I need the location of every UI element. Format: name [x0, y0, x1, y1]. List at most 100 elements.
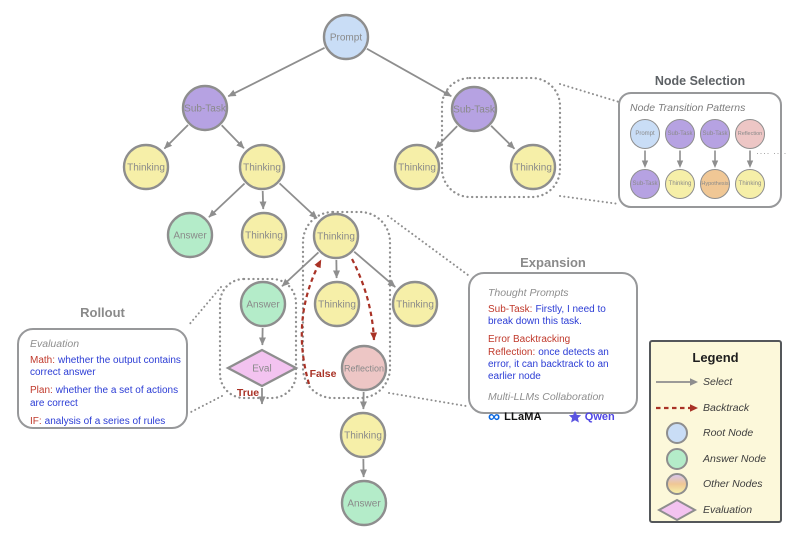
node-label-think-g: Thinking	[318, 300, 356, 311]
other-node-icon	[651, 473, 703, 495]
legend-item-select-arrow: Select	[651, 374, 780, 390]
answer-node-icon	[651, 447, 703, 470]
mini-node-thinking: Thinking	[735, 169, 765, 199]
select-edge-prompt-subtask-l	[227, 46, 325, 98]
llm-logo-row: ∞ LLaMA Qwen	[488, 407, 630, 427]
node-subtask-r	[450, 85, 498, 133]
node-label-reflection: Reflection	[344, 364, 384, 374]
mini-node-hypothesis: Hypothesis	[700, 169, 730, 199]
node-label-prompt: Prompt	[330, 33, 362, 44]
meta-llama-icon: ∞	[488, 407, 501, 427]
node-label-think-d: Thinking	[514, 163, 552, 174]
node-transition-subtitle: Node Transition Patterns	[630, 102, 746, 114]
mini-transition-arrow	[711, 150, 719, 168]
expansion-subtask-label: Sub-Task:	[488, 304, 533, 315]
more-patterns-dots: ···· ····	[756, 148, 787, 158]
select-edge-prompt-subtask-r	[366, 47, 452, 98]
node-think-g	[313, 280, 361, 328]
callout-connector-1	[559, 195, 620, 205]
mini-node-sub-task: Sub-Task	[700, 119, 730, 149]
legend-item-evaluation-diamond: Evaluation	[651, 498, 780, 521]
dotted-region-0	[440, 76, 562, 199]
node-prompt	[322, 13, 370, 61]
node-answer-c	[340, 479, 388, 527]
select-edge-subtask-r-think-c	[434, 125, 458, 150]
legend-label: Evaluation	[703, 503, 753, 516]
legend-label: Root Node	[703, 427, 754, 439]
expansion-reflection-label: Error Backtracking Reflection:	[488, 334, 571, 358]
node-label-think-a: Thinking	[127, 163, 165, 174]
node-label-answer-c: Answer	[347, 499, 381, 510]
node-think-c	[393, 143, 441, 191]
rollout-box: Evaluation Math:whether the output conta…	[17, 328, 188, 429]
node-label-subtask-r: Sub-Task	[453, 105, 496, 116]
legend-item-backtrack-arrow: Backtrack	[651, 400, 780, 416]
node-think-i	[339, 411, 387, 459]
callout-connector-3	[388, 392, 467, 407]
node-label-subtask-l: Sub-Task	[184, 104, 227, 115]
node-reflection	[340, 344, 388, 392]
callout-connector-2	[387, 215, 469, 276]
callout-connector-4	[187, 286, 222, 327]
rollout-item-if: IF:analysis of a series of rules	[30, 416, 183, 428]
qwen-label: Qwen	[584, 411, 615, 424]
node-label-think-e: Thinking	[245, 231, 283, 242]
backtrack-arrow-icon	[651, 402, 703, 414]
expansion-collab-subtitle: Multi-LLMs Collaboration	[488, 391, 605, 404]
expansion-box: Thought Prompts Sub-Task:Firstly, I need…	[468, 272, 638, 425]
node-think-a	[122, 143, 170, 191]
expansion-title: Expansion	[520, 255, 586, 270]
expansion-subtask-text: Firstly, I need to break down this task.	[488, 304, 606, 328]
legend-label: Other Nodes	[703, 478, 763, 490]
node-think-b	[238, 143, 286, 191]
legend-item-other-node: Other Nodes	[651, 473, 780, 495]
evaluation-diamond	[651, 498, 703, 522]
mini-node-prompt: Prompt	[630, 119, 660, 149]
select-edge-think-f-think-h	[353, 250, 396, 288]
legend-label: Answer Node	[703, 452, 767, 465]
edge-label-false: False	[310, 368, 337, 380]
expansion-item-reflection: Error Backtracking Reflection:once detec…	[488, 334, 630, 383]
rollout-if-label: IF:	[30, 415, 42, 427]
mini-node-sub-task: Sub-Task	[630, 169, 660, 199]
node-label-answer-b: Answer	[246, 300, 280, 311]
llama-label: LLaMA	[504, 411, 542, 424]
backtrack-arrow-0	[300, 259, 322, 385]
qwen-icon	[568, 411, 581, 423]
mini-transition-arrow	[676, 150, 684, 168]
backtrack-arrow-1	[351, 258, 378, 341]
node-label-think-c: Thinking	[398, 163, 436, 174]
node-subtask-l	[181, 84, 229, 132]
mini-node-reflection: Reflection	[735, 119, 765, 149]
node-label-answer-a: Answer	[173, 231, 207, 242]
mini-node-thinking: Thinking	[665, 169, 695, 199]
rollout-plan-text: whether the a set of actions are correct	[30, 385, 179, 409]
legend-label: Select	[703, 376, 733, 388]
node-think-h	[391, 280, 439, 328]
rollout-item-plan: Plan:whether the a set of actions are co…	[30, 385, 183, 409]
node-answer-b	[239, 280, 287, 328]
node-label-eval: Eval	[252, 364, 271, 375]
select-edge-subtask-l-think-a	[163, 124, 189, 150]
select-edge-think-b-think-f	[278, 182, 318, 219]
rollout-subtitle: Evaluation	[30, 338, 80, 350]
root-node-icon	[651, 422, 703, 444]
select-edge-subtask-l-think-b	[221, 124, 245, 149]
select-edge-think-b-think-e	[259, 190, 267, 210]
mini-transition-arrow	[746, 150, 754, 168]
dotted-region-2	[218, 277, 298, 400]
rollout-title: Rollout	[80, 305, 125, 320]
rollout-math-text: whether the output contains correct answ…	[30, 355, 181, 379]
callout-connector-5	[188, 395, 223, 414]
rollout-math-label: Math:	[30, 355, 56, 366]
rollout-if-text: analysis of a series of rules	[44, 415, 166, 427]
expansion-item-subtask: Sub-Task:Firstly, I need to break down t…	[488, 304, 630, 328]
node-think-e	[240, 211, 288, 259]
node-label-think-h: Thinking	[396, 300, 434, 311]
